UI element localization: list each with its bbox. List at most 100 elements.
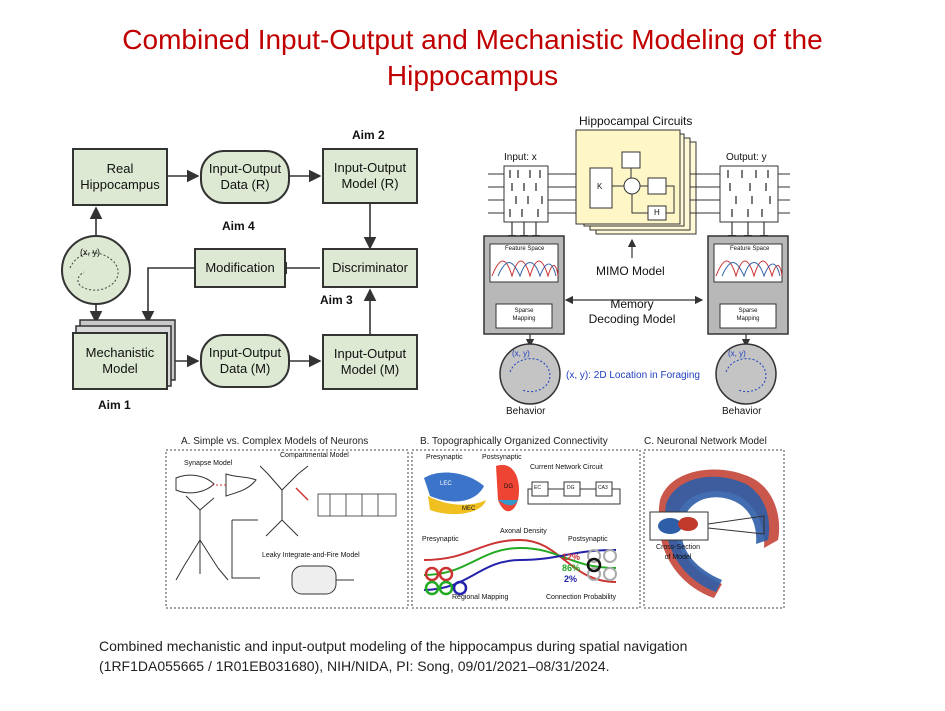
xy-label-left: (x, y) <box>80 247 100 257</box>
memory-decoding-line2: Decoding Model <box>588 312 676 326</box>
left-behavior-xy: (x, y) <box>512 349 530 358</box>
left-sparse-line2: Mapping <box>512 316 536 322</box>
cross-section-blue <box>658 518 682 534</box>
right-behavior-trajectory <box>725 358 767 392</box>
left-sparse-mapping-label: Sparse Mapping <box>496 307 552 323</box>
dg-lower <box>498 500 518 506</box>
left-behavior-circle <box>499 343 561 405</box>
regional-mapping-label: Regional Mapping <box>452 594 509 601</box>
left-sparse-mapping-box <box>495 303 553 329</box>
cross-section-red <box>678 517 698 531</box>
left-behavior-label: Behavior <box>506 406 546 417</box>
dg-region-label: DG <box>504 484 513 490</box>
spike-ticks <box>509 170 771 217</box>
dg-region <box>496 464 520 512</box>
panel-c-title: C. Neuronal Network Model <box>644 436 767 447</box>
arrow-modification-to-mechanistic <box>141 267 194 324</box>
io-model-r-box: Input-Output Model (R) <box>322 148 418 204</box>
slide-title: Combined Input-Output and Mechanistic Mo… <box>0 22 945 94</box>
right-behavior-label: Behavior <box>722 406 762 417</box>
io-model-m-line1: Input-Output <box>333 346 407 361</box>
output-y-label: Output: y <box>726 152 767 163</box>
right-sparse-mapping-label: Sparse Mapping <box>720 307 776 323</box>
mechanistic-model-line1: Mechanistic <box>85 345 155 360</box>
postsynaptic-rings <box>587 549 617 581</box>
pct-green: 86% <box>562 563 581 573</box>
trajectory-path <box>69 252 119 291</box>
current-network-circuit-label: Current Network Circuit <box>530 464 603 471</box>
left-behavior-trajectory <box>509 358 551 392</box>
right-sparse-line1: Sparse <box>738 308 758 314</box>
io-data-r-line1: Input-Output <box>208 161 282 176</box>
panel-b-title: B. Topographically Organized Connectivit… <box>420 436 608 447</box>
ca3-label: CA3 <box>598 485 608 491</box>
presynaptic-2-label: Presynaptic <box>422 536 459 543</box>
mec-label: MEC <box>462 506 476 512</box>
cross-section-label: Cross-Section of Model <box>646 543 710 563</box>
real-hippocampus-box: Real Hippocampus <box>72 148 168 206</box>
panel-b-frame <box>411 449 641 609</box>
io-data-m-line1: Input-Output <box>208 345 282 360</box>
right-tuning-curves-red <box>715 260 783 278</box>
synapse-model-label: Synapse Model <box>184 460 233 467</box>
caption-line-1: Combined mechanistic and input-output mo… <box>99 638 688 654</box>
aim-3-label: Aim 3 <box>320 293 353 307</box>
io-data-r-box: Input-Output Data (R) <box>200 150 290 204</box>
input-spike-box <box>503 165 549 223</box>
io-model-m-box: Input-Output Model (M) <box>322 334 418 390</box>
compartment-circuit <box>317 493 397 517</box>
arrow-to-lif <box>231 520 260 579</box>
axonal-density-label: Axonal Density <box>500 528 547 535</box>
axon-red <box>423 538 617 583</box>
compartment-highlight <box>295 487 309 501</box>
xy-location-circle <box>61 235 131 305</box>
lec-region <box>424 472 484 502</box>
input-x-label: Input: x <box>504 152 537 163</box>
mimo-model-label: MIMO Model <box>596 264 665 278</box>
real-hippocampus-line1: Real <box>106 161 134 176</box>
pct-red: 12% <box>562 552 581 562</box>
right-tuning-curves-blue <box>721 262 781 278</box>
h-label: H <box>654 208 660 217</box>
ec-label: EC <box>534 485 541 491</box>
io-model-r-line2: Model (R) <box>341 176 399 191</box>
lif-model-label: Leaky Integrate-and-Fire Model <box>262 552 360 559</box>
dg-circuit-label: DG <box>567 485 575 491</box>
right-sparse-mapping-box <box>719 303 777 329</box>
discriminator-box: Discriminator <box>322 248 418 288</box>
presynaptic-rings <box>424 566 468 596</box>
io-data-r-line2: Data (R) <box>220 177 270 192</box>
cross-section-line2: of Model <box>664 554 692 561</box>
pct-blue: 2% <box>564 574 578 584</box>
aim-4-label: Aim 4 <box>222 219 255 233</box>
title-line-1: Combined Input-Output and Mechanistic Mo… <box>122 24 823 55</box>
k-label: K <box>597 182 603 191</box>
mec-region <box>428 496 486 515</box>
io-data-m-line2: Data (M) <box>219 361 271 376</box>
io-model-r-line1: Input-Output <box>333 160 407 175</box>
connection-probability-label: Connection Probability <box>546 594 617 601</box>
circuit-elements <box>329 494 379 516</box>
panel-c-frame <box>643 449 785 609</box>
modification-box: Modification <box>194 248 286 288</box>
target-ring <box>586 557 602 573</box>
lif-circuit <box>291 565 337 595</box>
hippocampal-circuits-label: Hippocampal Circuits <box>579 114 693 128</box>
presynaptic-label: Presynaptic <box>426 454 463 461</box>
slide-caption: Combined mechanistic and input-output mo… <box>99 636 859 676</box>
axon-green <box>423 546 617 576</box>
compartmental-model-label: Compartmental Model <box>280 452 349 459</box>
right-feature-space-label: Feature Space <box>730 246 770 252</box>
postsynaptic-label: Postsynaptic <box>482 454 522 461</box>
aim-2-label: Aim 2 <box>352 128 385 142</box>
io-model-m-line2: Model (M) <box>340 362 400 377</box>
neuron-tree-left <box>175 495 229 581</box>
panel-a-frame <box>165 449 409 609</box>
aim-1-label: Aim 1 <box>98 398 131 412</box>
memory-decoding-label: Memory Decoding Model <box>578 297 686 327</box>
postsynaptic-terminal <box>225 473 257 497</box>
left-tuning-curves-red <box>491 260 559 278</box>
right-sparse-line2: Mapping <box>736 316 760 322</box>
